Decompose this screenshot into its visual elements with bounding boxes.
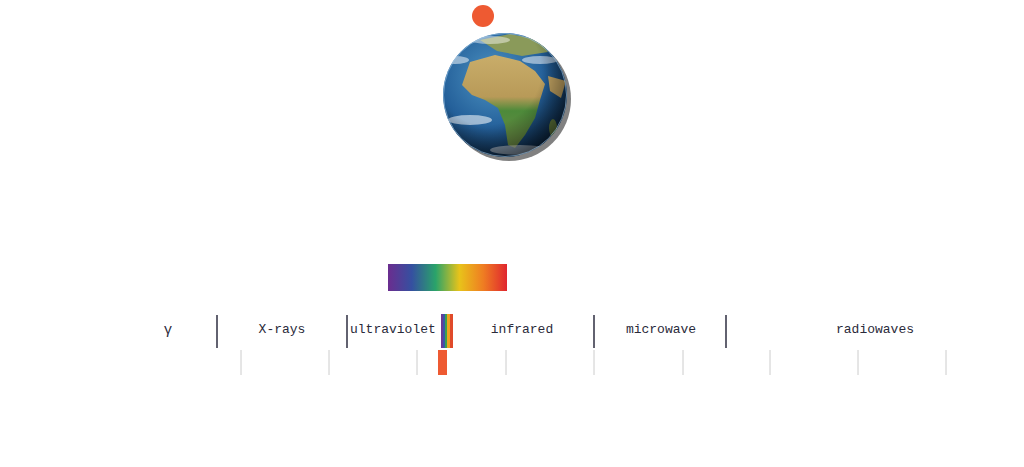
visible-band [441,314,453,348]
earth-globe [441,33,571,161]
band-label: microwave [626,322,696,338]
orange-dot [472,5,494,27]
band-label: γ [164,322,172,338]
band-label: radiowaves [836,322,914,338]
band-separators [217,315,726,348]
position-marker [438,350,447,375]
scale-ticks [241,350,946,375]
band-label: ultraviolet [350,322,436,338]
band-label: infrared [491,322,553,338]
band-label: X-rays [259,322,306,338]
visible-spectrum-bar [388,264,507,291]
